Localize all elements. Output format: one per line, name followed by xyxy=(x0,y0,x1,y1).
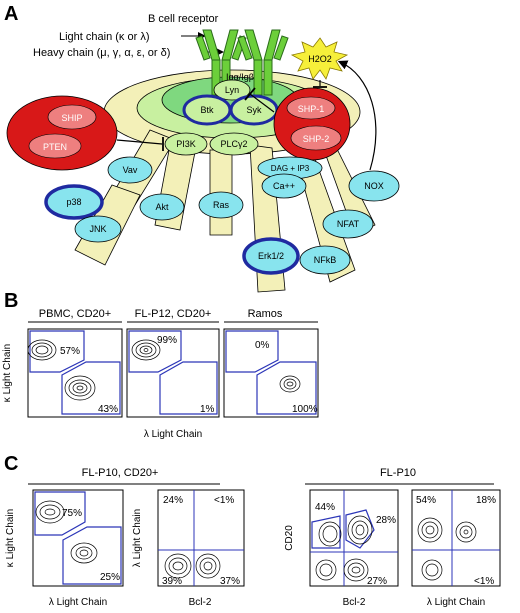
c3-ur-pct: 28% xyxy=(376,515,396,526)
facs-plot-fl-p12: 99% 1% xyxy=(126,328,220,418)
c2-ll-pct: 39% xyxy=(162,576,182,587)
h2o2-label: H2O2 xyxy=(308,54,332,64)
erk-label: Erk1/2 xyxy=(258,251,284,261)
b2-kappa-pct: 99% xyxy=(157,335,177,346)
p38-node xyxy=(44,184,104,220)
c3-lr-pct: 27% xyxy=(367,576,387,587)
plcg2-label: PLCγ2 xyxy=(220,139,247,149)
ca-node xyxy=(261,173,307,199)
panel-b-titles: PBMC, CD20+ FL-P12, CD20+ Ramos xyxy=(39,308,283,320)
nox-node xyxy=(348,170,400,202)
shp1-node xyxy=(286,96,336,120)
nfat-label: NFAT xyxy=(337,219,360,229)
dag-ip3-label: DAG + IP3 xyxy=(271,164,310,173)
btk-label: Btk xyxy=(200,105,214,115)
b-plot3-title: Ramos xyxy=(248,308,283,320)
c4-ul-pct: 54% xyxy=(416,495,436,506)
c1-y-label: κ Light Chain xyxy=(5,509,16,567)
nfkb-node xyxy=(299,245,351,275)
shp1-label: SHP-1 xyxy=(298,104,325,114)
ca-label: Ca++ xyxy=(273,181,295,191)
panel-c-letter: C xyxy=(4,453,18,475)
heavy-chain-label: Heavy chain (μ, γ, α, ε, or δ) xyxy=(33,47,170,59)
c2-ur-pct: <1% xyxy=(214,495,234,506)
akt-label: Akt xyxy=(155,202,169,212)
c-group1-title: FL-P10, CD20+ xyxy=(82,467,159,479)
ras-node xyxy=(198,191,244,219)
facs-plot-pbmc: 57% 43% xyxy=(27,328,123,418)
pten-node xyxy=(28,133,82,159)
facs-plot-c4: 54% 18% <1% xyxy=(411,489,501,587)
c4-ur-pct: 18% xyxy=(476,495,496,506)
vav-node xyxy=(107,156,153,184)
c-group2-title: FL-P10 xyxy=(380,467,416,479)
b-plot2-title: FL-P12, CD20+ xyxy=(135,308,212,320)
b1-lambda-pct: 43% xyxy=(98,404,118,415)
light-chain-label: Light chain (κ or λ) xyxy=(59,31,149,43)
akt-node xyxy=(139,193,185,221)
plcg2-node xyxy=(209,132,259,156)
jnk-label: JNK xyxy=(89,224,106,234)
pi3k-label: PI3K xyxy=(176,139,196,149)
facs-plot-ramos: 0% 100% xyxy=(223,328,319,418)
facs-plot-c3: 44% 28% 27% xyxy=(309,489,399,587)
b1-kappa-pct: 57% xyxy=(60,346,80,357)
erk-node xyxy=(242,237,300,275)
h2o2-star-icon xyxy=(290,37,349,80)
c1-kappa-pct: 75% xyxy=(62,508,82,519)
b-plot1-title: PBMC, CD20+ xyxy=(39,308,111,320)
vav-label: Vav xyxy=(123,165,138,175)
nox-label: NOX xyxy=(364,181,384,191)
c3-y-label: CD20 xyxy=(284,525,295,551)
bcr-label: B cell receptor xyxy=(148,13,219,25)
c3-ul-pct: 44% xyxy=(315,502,335,513)
pi3k-node xyxy=(164,132,208,156)
nfat-node xyxy=(322,209,374,239)
b3-kappa-pct: 0% xyxy=(255,340,270,351)
facs-plot-c2: 24% <1% 39% 37% xyxy=(157,489,245,587)
facs-plot-c1: 75% 25% xyxy=(32,489,124,587)
b-x-axis-label: λ Light Chain xyxy=(144,429,202,440)
c1-lambda-pct: 25% xyxy=(100,572,120,583)
c4-lr-pct: <1% xyxy=(474,576,494,587)
c2-x-label: Bcl-2 xyxy=(189,597,212,608)
lyn-node xyxy=(213,79,251,101)
lyn-label: Lyn xyxy=(225,85,239,95)
syk-label: Syk xyxy=(246,105,262,115)
panel-b-letter: B xyxy=(4,290,18,312)
panel-a-letter: A xyxy=(4,3,18,25)
b3-lambda-pct: 100% xyxy=(292,404,318,415)
downstream-nodes xyxy=(44,156,400,275)
pten-label: PTEN xyxy=(43,142,67,152)
p38-label: p38 xyxy=(66,197,81,207)
c1-x-label: λ Light Chain xyxy=(49,597,107,608)
ras-label: Ras xyxy=(213,200,230,210)
shp2-node xyxy=(290,125,342,151)
c2-ul-pct: 24% xyxy=(163,495,183,506)
c4-x-label: λ Light Chain xyxy=(427,597,485,608)
c2-y-label: λ Light Chain xyxy=(132,509,143,567)
ship-node xyxy=(47,104,97,130)
b-y-axis-label: κ Light Chain xyxy=(2,344,13,402)
jnk-node xyxy=(74,215,122,243)
ig-alpha-beta-label: Igα/Igβ xyxy=(226,72,254,82)
ship-label: SHIP xyxy=(61,113,82,123)
nfkb-label: NFkB xyxy=(314,255,337,265)
c3-x-label: Bcl-2 xyxy=(343,597,366,608)
c2-lr-pct: 37% xyxy=(220,576,240,587)
b2-lambda-pct: 1% xyxy=(200,404,215,415)
shp2-label: SHP-2 xyxy=(303,134,330,144)
